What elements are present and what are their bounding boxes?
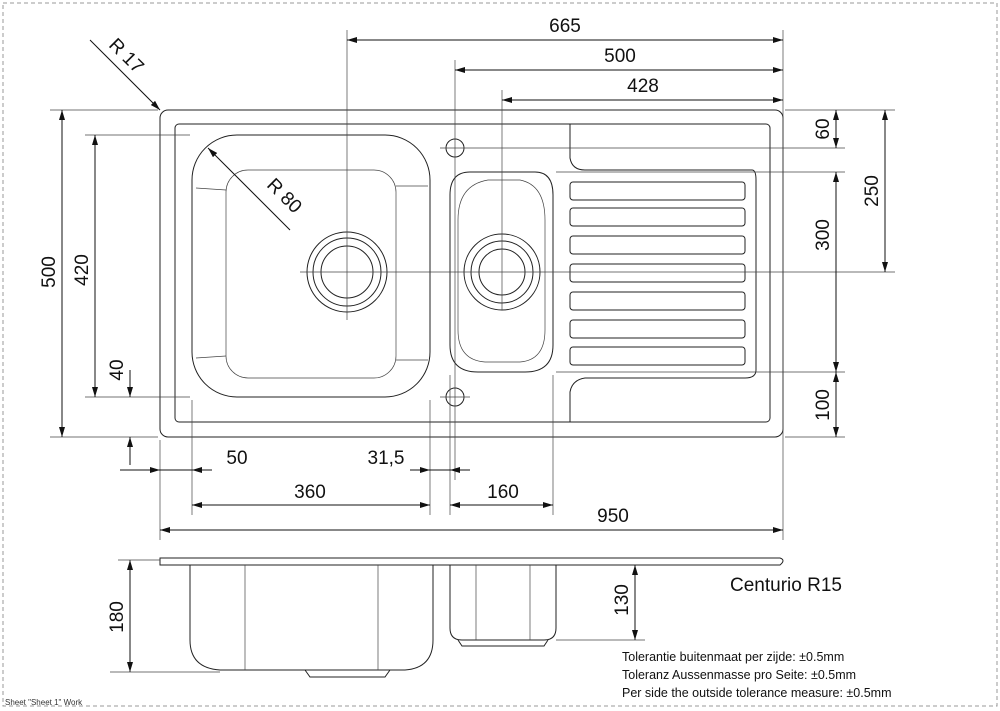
dim-31-5: 31,5 <box>368 448 405 469</box>
dim-160: 160 <box>487 482 519 503</box>
large-bowl <box>191 134 431 398</box>
dim-500-top: 500 <box>604 46 636 67</box>
dim-r80: R 80 <box>262 174 305 217</box>
dim-300: 300 <box>813 219 834 251</box>
dim-500-left: 500 <box>39 256 60 288</box>
small-bowl <box>449 171 554 373</box>
small-bowl-section <box>449 565 557 641</box>
extension-lines <box>50 30 895 540</box>
plan-view <box>159 30 895 480</box>
drainer-area <box>569 124 757 422</box>
tolerance-note-en: Per side the outside tolerance measure: … <box>622 686 892 700</box>
large-bowl-inner <box>225 169 397 379</box>
dim-40: 40 <box>107 359 128 380</box>
large-bowl-section <box>189 565 434 671</box>
dim-360: 360 <box>294 482 326 503</box>
sheet-label: Sheet "Sheet 1" Work <box>5 698 83 707</box>
dimension-labels: 665 500 428 60 250 300 100 500 420 40 50… <box>39 16 883 633</box>
tolerance-note-nl: Tolerantie buitenmaat per zijde: ±0.5mm <box>622 650 844 664</box>
dim-60: 60 <box>813 118 834 139</box>
section-view <box>110 557 784 678</box>
dim-250: 250 <box>862 175 883 207</box>
dim-420: 420 <box>72 254 93 286</box>
dim-130: 130 <box>612 584 633 616</box>
dim-950: 950 <box>597 506 629 527</box>
dim-180: 180 <box>107 601 128 633</box>
dim-428: 428 <box>627 76 659 97</box>
dim-100: 100 <box>813 389 834 421</box>
dim-50: 50 <box>226 448 247 469</box>
sink-rim <box>174 123 771 423</box>
drainer-grooves <box>569 181 746 366</box>
dim-r17: R 17 <box>104 34 147 77</box>
dim-665: 665 <box>549 16 581 37</box>
tolerance-note-de: Toleranz Aussenmasse pro Seite: ±0.5mm <box>622 668 856 682</box>
product-name: Centurio R15 <box>730 575 842 596</box>
dimension-lines <box>59 37 888 672</box>
